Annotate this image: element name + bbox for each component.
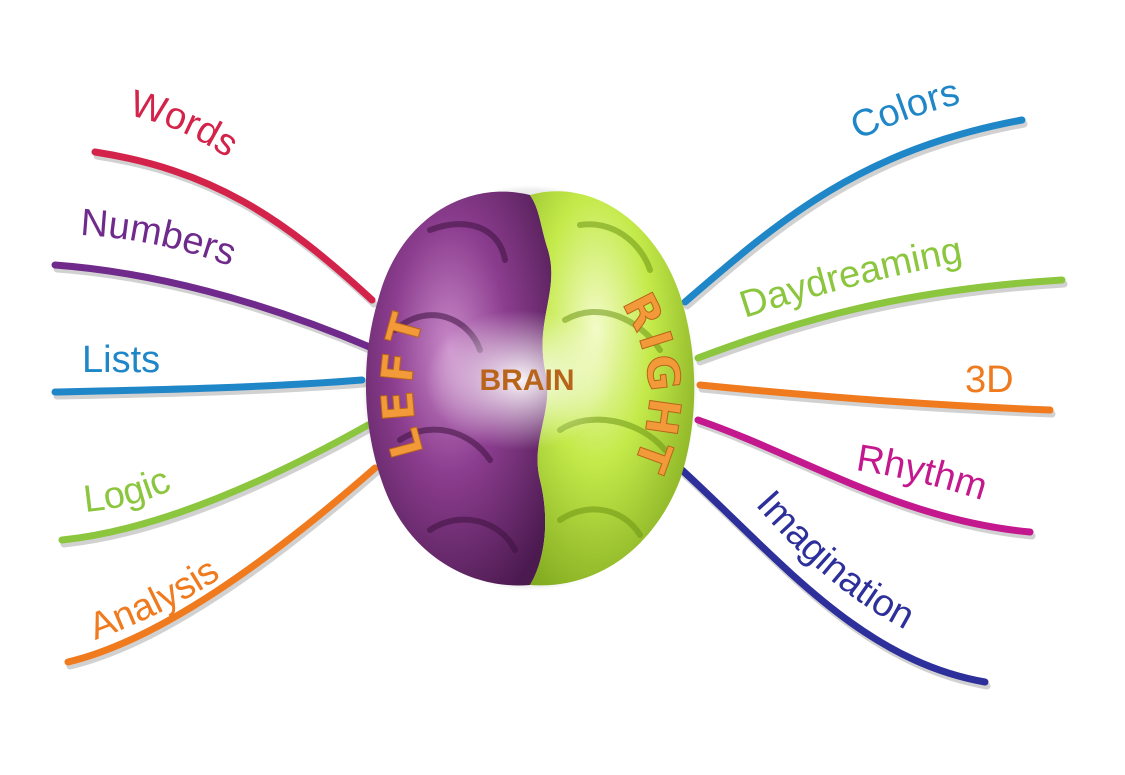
- branch-label-lists: Lists: [82, 339, 160, 381]
- branch-label-numbers: Numbers: [79, 202, 241, 275]
- center-label: BRAIN: [480, 364, 575, 397]
- branch-label-words: Words: [126, 83, 246, 166]
- branch-label-logic: Logic: [81, 459, 176, 521]
- branch-label-3d: 3D: [965, 359, 1014, 401]
